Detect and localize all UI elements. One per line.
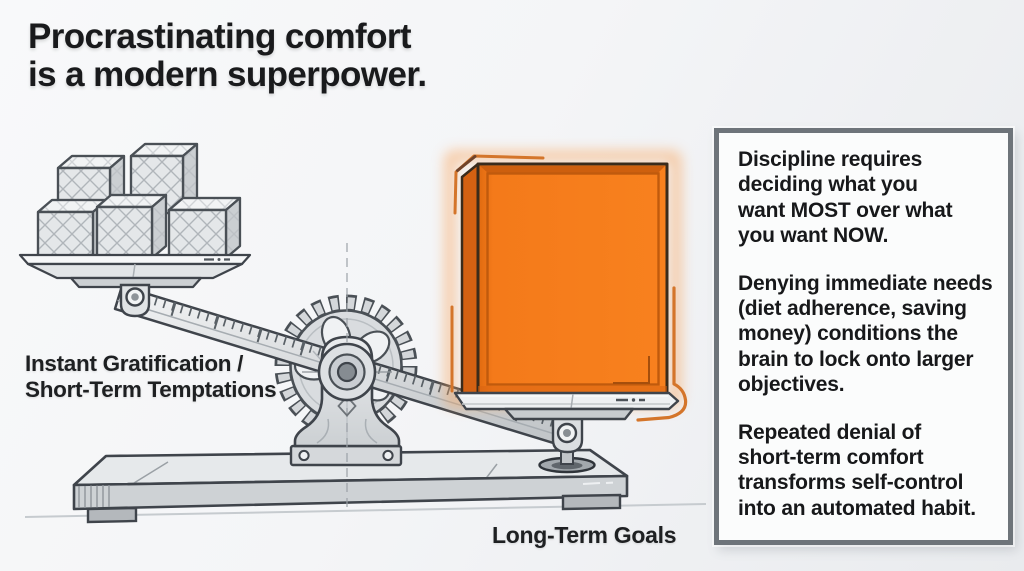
right-pan-hinge — [551, 412, 584, 454]
info-paragraph-2: Denying immediate needs (diet adherence,… — [738, 271, 993, 397]
left-pan-hinge — [119, 283, 151, 318]
info-paragraph-3: Repeated denial of short-term comfort tr… — [738, 420, 976, 520]
cube — [95, 193, 168, 260]
base-left-foot — [86, 506, 138, 524]
pivot-hub — [317, 342, 377, 402]
diamond-marker — [337, 395, 357, 417]
info-paragraph-1: Discipline requires deciding what you wa… — [738, 148, 953, 248]
accent-strokes — [450, 154, 688, 422]
page-title: Procrastinating comfort is a modern supe… — [28, 18, 427, 94]
gratification-cubes — [36, 142, 242, 260]
label-instant-gratification: Instant Gratification / Short-Term Tempt… — [25, 351, 277, 403]
label-long-term-goals: Long-Term Goals — [492, 522, 677, 548]
cube — [36, 198, 109, 260]
left-label-line-1: Instant Gratification / — [25, 351, 244, 376]
title-line-2: is a modern superpower. — [28, 55, 427, 94]
base-right-foot — [561, 493, 622, 511]
left-label-line-2: Short-Term Temptations — [25, 377, 277, 402]
scale-base — [72, 448, 629, 524]
discipline-info-box: Discipline requires deciding what you wa… — [714, 128, 1013, 545]
title-line-1: Procrastinating comfort — [28, 17, 412, 56]
cube — [167, 196, 242, 260]
orange-goal-block — [460, 162, 669, 403]
left-pan — [18, 253, 252, 289]
right-pan — [453, 391, 680, 421]
